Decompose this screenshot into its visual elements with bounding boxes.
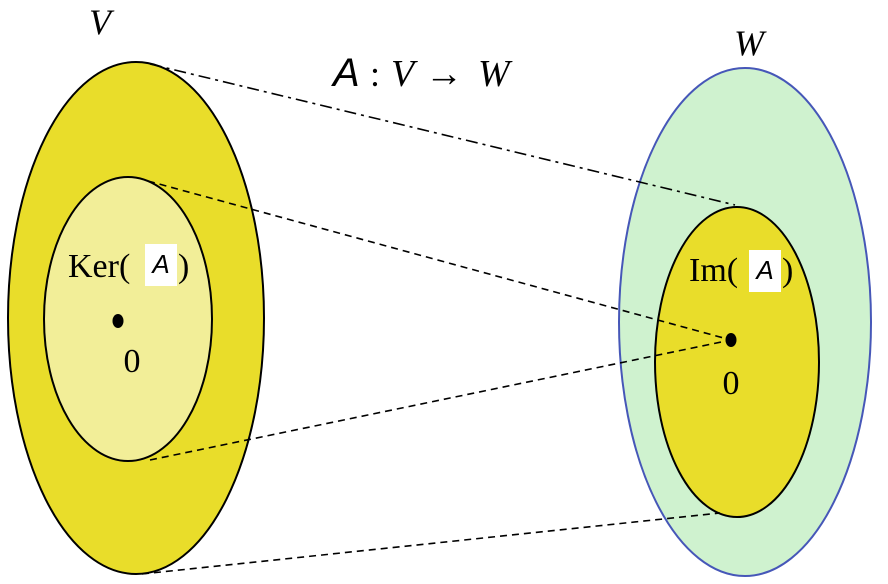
zero-point-W	[725, 333, 737, 347]
kernel-label-prefix: Ker(	[68, 248, 130, 285]
map-domain: V	[391, 53, 418, 95]
map-line-top-dashdot	[149, 63, 736, 206]
kernel-symbol-box	[145, 244, 177, 286]
space-V-label: V	[89, 2, 115, 42]
map-line-bottom	[141, 512, 721, 575]
image-symbol-box	[749, 250, 781, 292]
map-codomain: W	[478, 53, 513, 95]
map-colon: :	[370, 54, 380, 94]
kernel-label-suffix: )	[178, 248, 189, 285]
space-W-label: W	[734, 23, 767, 63]
image-label-suffix: )	[782, 252, 793, 289]
zero-point-V	[112, 314, 124, 328]
map-arrow: →	[425, 53, 463, 95]
kernel-to-zero-line-top	[147, 180, 732, 341]
zero-label-V: 0	[124, 343, 141, 380]
kernel-ellipse	[43, 176, 213, 462]
zero-label-W: 0	[723, 365, 740, 402]
image-label-prefix: Im(	[689, 252, 738, 289]
kernel-label-symbol: A	[150, 249, 169, 279]
map-symbol: A	[331, 51, 360, 95]
image-label-symbol: A	[754, 255, 773, 285]
kernel-to-zero-line-bottom	[149, 339, 732, 461]
